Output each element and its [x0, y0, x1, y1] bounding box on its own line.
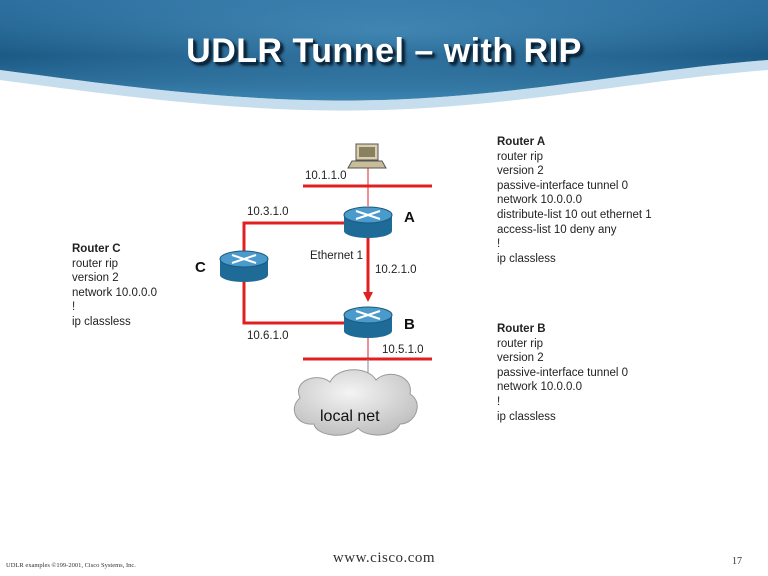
config-line: access-list 10 deny any — [497, 223, 617, 236]
config-line: passive-interface tunnel 0 — [497, 179, 629, 192]
link-c-b — [242, 282, 345, 325]
network-label-a-c: 10.3.1.0 — [247, 206, 289, 218]
router-a-label: A — [404, 209, 415, 226]
router-b-icon — [343, 306, 393, 338]
router-a-icon — [343, 206, 393, 238]
router-b-config-heading: Router B — [497, 323, 546, 335]
network-label-a-b: 10.2.1.0 — [375, 264, 417, 276]
cloud-label: local net — [320, 408, 380, 425]
router-a-config-heading: Router A — [497, 136, 546, 148]
config-line: router rip — [497, 150, 544, 163]
footer-copyright: UDLR examples ©199-2001, Cisco Systems, … — [6, 562, 136, 569]
banner-background — [0, 0, 768, 111]
title-banner: UDLR Tunnel – with RIP — [0, 0, 768, 112]
config-line: ! — [497, 395, 501, 408]
config-line: ip classless — [497, 252, 556, 265]
config-line: network 10.0.0.0 — [497, 194, 583, 207]
slide-title: UDLR Tunnel – with RIP — [186, 32, 582, 70]
footer-url: www.cisco.com — [332, 550, 436, 566]
config-line: router rip — [497, 337, 544, 350]
router-a-config: Router A router rip version 2 passive-in… — [497, 135, 652, 266]
network-label-c-b: 10.6.1.0 — [247, 330, 289, 342]
config-line: network 10.0.0.0 — [497, 381, 583, 394]
router-b-label: B — [404, 316, 415, 333]
router-b-config: Router B router rip version 2 passive-in… — [497, 322, 628, 424]
config-line: passive-interface tunnel 0 — [497, 366, 629, 379]
config-line: router rip — [72, 257, 119, 270]
config-line: ! — [72, 301, 76, 314]
local-net-cloud-icon — [293, 369, 418, 436]
config-line: ip classless — [72, 315, 131, 328]
config-line: version 2 — [497, 352, 544, 365]
network-label-bottom: 10.5.1.0 — [382, 344, 424, 356]
network-label-top: 10.1.1.0 — [305, 170, 347, 182]
config-line: version 2 — [72, 272, 119, 285]
router-c-config-heading: Router C — [72, 243, 121, 255]
workstation-icon — [347, 143, 387, 169]
router-c-config: Router C router rip version 2 network 10… — [72, 242, 157, 330]
link-a-c — [242, 221, 345, 252]
page-number: 17 — [732, 556, 742, 567]
router-c-icon — [219, 250, 269, 282]
ethernet-label: Ethernet 1 — [310, 250, 364, 262]
config-line: network 10.0.0.0 — [72, 286, 158, 299]
router-c-label: C — [195, 259, 206, 276]
config-line: ! — [497, 238, 501, 251]
config-line: version 2 — [497, 165, 544, 178]
config-line: ip classless — [497, 410, 556, 423]
config-line: distribute-list 10 out ethernet 1 — [497, 208, 652, 221]
